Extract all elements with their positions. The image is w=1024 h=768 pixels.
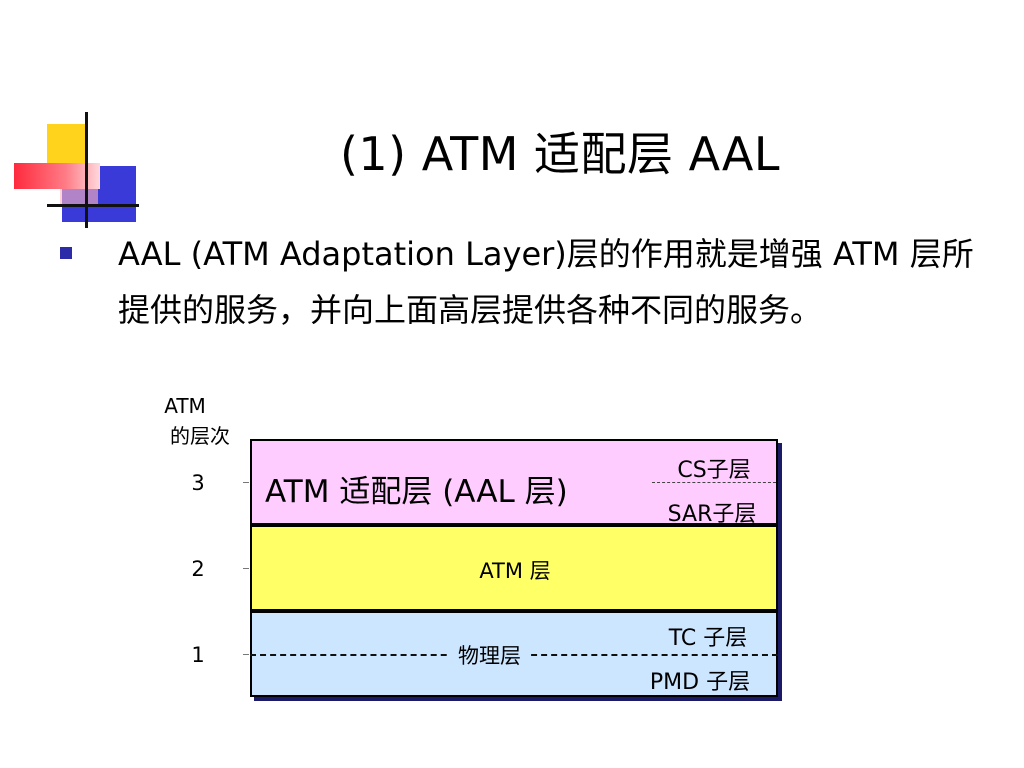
level-3-tick (243, 482, 249, 483)
physical-layer-label: 物理层 (448, 640, 531, 670)
sar-sublayer-label: SAR子层 (667, 502, 757, 527)
pmd-sublayer-label: PMD 子层 (649, 670, 751, 695)
level-1-label: 1 (191, 643, 205, 667)
atm-layer-box (250, 525, 778, 611)
slide-title: (1) ATM 适配层 AAL (339, 127, 781, 181)
level-2-tick (243, 568, 249, 569)
logo-vertical-line (85, 112, 88, 228)
level-1-tick (243, 654, 249, 655)
aal-sublayer-separator (652, 482, 776, 483)
cs-sublayer-label: CS子层 (677, 458, 751, 483)
aal-layer-label: ATM 适配层 (AAL 层) (265, 474, 568, 510)
bullet-square-icon (60, 247, 72, 259)
y-label-levels: 的层次 (170, 424, 230, 448)
level-3-label: 3 (191, 471, 205, 495)
atm-layer-label: ATM 层 (479, 559, 551, 583)
tc-sublayer-label: TC 子层 (668, 626, 748, 651)
bullet-text: AAL (ATM Adaptation Layer)层的作用就是增强 ATM 层… (118, 235, 974, 329)
logo-red-shadow (60, 184, 98, 204)
y-label-atm: ATM (164, 394, 206, 418)
level-2-label: 2 (191, 557, 205, 581)
logo-horizontal-line (47, 204, 139, 207)
